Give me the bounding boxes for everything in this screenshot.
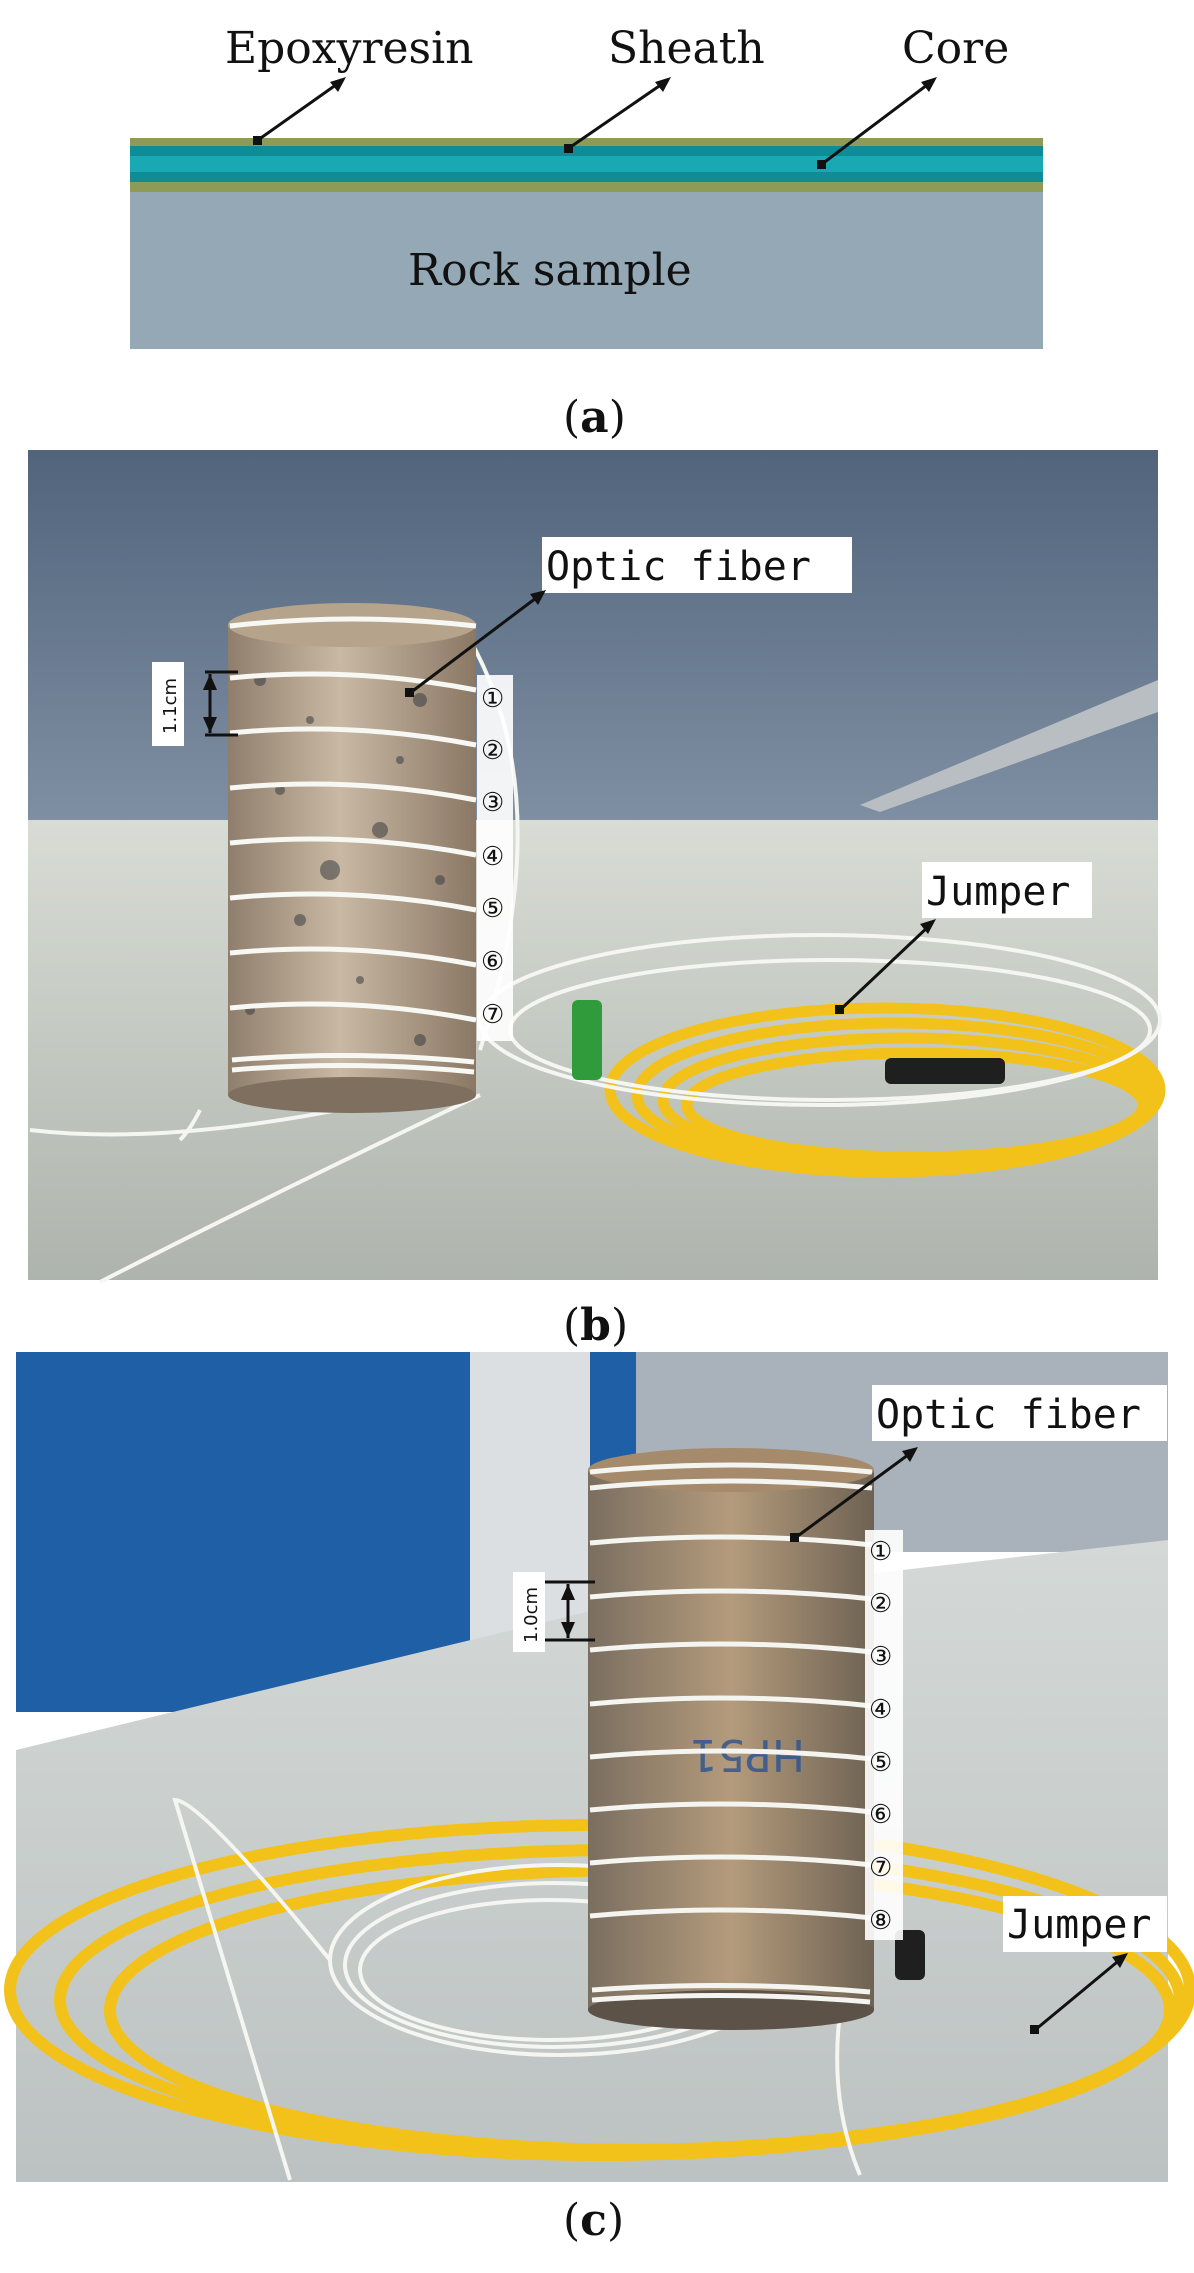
jumper-arrow-c — [1030, 1953, 1128, 2034]
core-arrow — [817, 77, 937, 169]
marker-b-2: ② — [481, 736, 504, 766]
marker-c-8: ⑧ — [869, 1906, 892, 1936]
wall-background — [28, 450, 1158, 820]
spacing-dimension-b — [203, 670, 238, 737]
spacing-label-c: 1.0cm — [521, 1587, 542, 1643]
marker-b-4: ④ — [481, 842, 504, 872]
marker-list-b: ① ② ③ ④ ⑤ ⑥ ⑦ — [477, 675, 513, 1041]
jumper-clip — [885, 1058, 1005, 1084]
jumper-label-b: Jumper — [926, 869, 1071, 915]
marker-c-4: ④ — [869, 1695, 892, 1725]
metal-rail — [860, 680, 1158, 812]
optic-fiber-arrow-c — [790, 1447, 918, 1542]
rock-specimen-b — [228, 603, 477, 1113]
caption-a: (a) — [563, 392, 626, 443]
marker-c-6: ⑥ — [869, 1800, 892, 1830]
marker-c-5: ⑤ — [869, 1748, 892, 1778]
epoxyresin-label: Epoxyresin — [225, 23, 474, 74]
marker-b-1: ① — [481, 684, 504, 714]
caption-c: (c) — [563, 2195, 625, 2246]
sheath-label: Sheath — [608, 23, 765, 74]
rock-specimen-c: HP51 — [588, 1448, 874, 2030]
core-label: Core — [902, 23, 1009, 74]
epoxy-arrow — [253, 77, 346, 145]
marker-b-3: ③ — [481, 788, 504, 818]
optic-fiber-label-b: Optic fiber — [546, 544, 811, 590]
marker-c-2: ② — [869, 1589, 892, 1619]
panel-b-photo: 1.1cm ① ② ③ ④ ⑤ ⑥ ⑦ Optic fiber Jumper — [28, 450, 1166, 1284]
optic-fiber-label-c: Optic fiber — [876, 1392, 1141, 1438]
marker-list-c: ① ② ③ ④ ⑤ ⑥ ⑦ ⑧ — [865, 1530, 903, 1940]
jumper-arrow-b — [835, 919, 936, 1014]
rock-sample-label: Rock sample — [408, 245, 692, 296]
sheath-arrow — [564, 77, 671, 153]
marker-c-7: ⑦ — [869, 1853, 892, 1883]
jumper-label-c: Jumper — [1007, 1902, 1152, 1948]
jumper-clip-c — [895, 1930, 925, 1980]
core-layer — [130, 156, 1043, 172]
marker-c-3: ③ — [869, 1642, 892, 1672]
optic-fiber-arrow-b — [405, 590, 546, 697]
panel-a-diagram: Epoxyresin Sheath Core Rock sample — [130, 23, 1043, 349]
rock-sample-layer — [130, 192, 1043, 349]
jumper-cable-coil — [604, 1002, 1166, 1178]
marker-c-1: ① — [869, 1537, 892, 1567]
fiber-connector — [572, 1000, 602, 1080]
marker-b-5: ⑤ — [481, 894, 504, 924]
spacing-label-b: 1.1cm — [160, 678, 181, 734]
caption-b: (b) — [563, 1300, 629, 1351]
sheath-top-layer — [130, 146, 1043, 156]
sheath-bottom-layer — [130, 172, 1043, 182]
epoxy-top-layer — [130, 138, 1043, 146]
marker-b-6: ⑥ — [481, 947, 504, 977]
epoxy-bottom-layer — [130, 182, 1043, 192]
marker-b-7: ⑦ — [481, 1000, 504, 1030]
spacing-dimension-c — [545, 1580, 595, 1642]
